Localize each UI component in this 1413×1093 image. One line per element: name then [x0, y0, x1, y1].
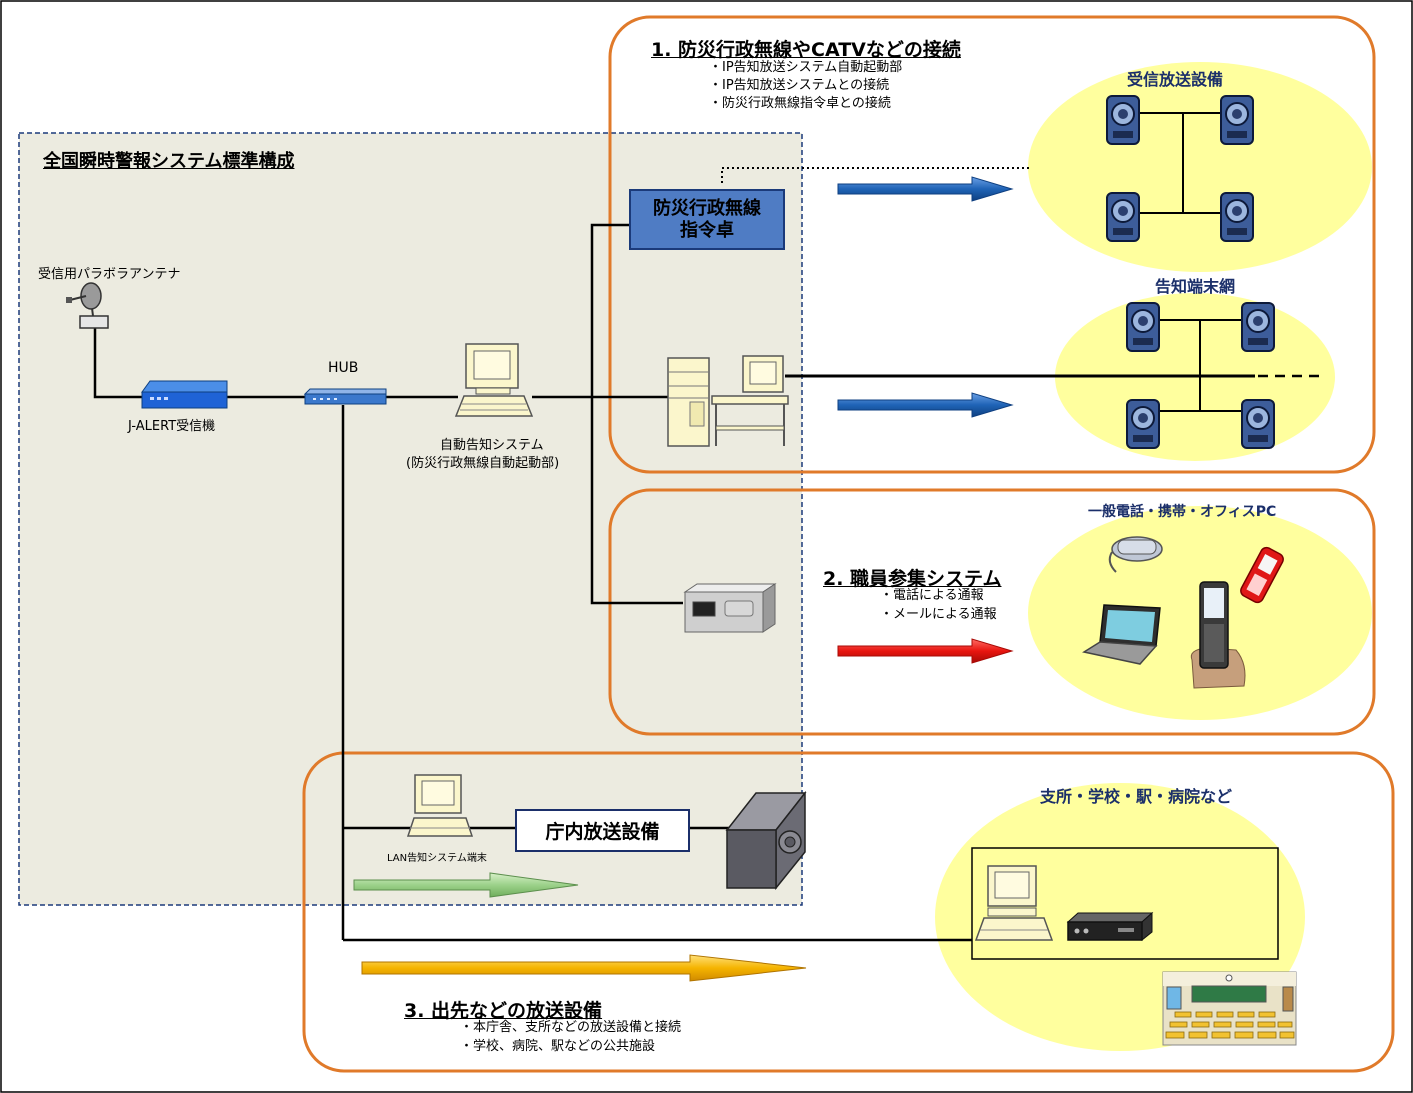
section3-bullet: ・学校、病院、駅などの公共施設 — [460, 1039, 656, 1054]
standard-panel-title: 全国瞬時警報システム標準構成 — [43, 151, 295, 172]
section1-bullet: ・IP告知放送システムとの接続 — [709, 78, 890, 93]
section2-box — [608, 488, 1376, 736]
section1-bullet: ・IP告知放送システム自動起動部 — [709, 60, 903, 75]
section2-bullet: ・メールによる通報 — [880, 607, 997, 622]
speaker-icon — [1241, 302, 1275, 352]
smartphone-hand-icon — [1190, 581, 1246, 689]
broadcast-speaker-icon — [725, 790, 807, 891]
hub-icon — [303, 388, 387, 405]
jalert-label: J-ALERT受信機 — [128, 419, 216, 434]
antenna-label: 受信用パラボラアンテナ — [38, 267, 181, 282]
console-label-line1: 防災行政無線 — [653, 197, 761, 219]
server-workstation-icon — [667, 355, 789, 447]
section3-title: 3. 出先などの放送設備 — [404, 1000, 603, 1022]
staff-summons-device-icon — [683, 583, 777, 633]
section2-title: 2. 職員参集システム — [823, 568, 1002, 590]
antenna-icon — [66, 282, 109, 329]
hub-label: HUB — [328, 360, 359, 376]
gold-arrow — [361, 954, 807, 982]
jalert-receiver-icon — [141, 380, 228, 409]
auto-system-pc-icon — [454, 343, 534, 417]
blue-arrow — [837, 392, 1014, 418]
broadcast-label: 庁内放送設備 — [545, 821, 660, 843]
section1-bullet: ・防災行政無線指令卓との接続 — [709, 96, 891, 111]
speaker-icon — [1126, 399, 1160, 449]
desk-phone-icon — [1108, 536, 1163, 573]
phones-label: 一般電話・携帯・オフィスPC — [1088, 504, 1277, 520]
cloud-receiving — [1028, 62, 1372, 272]
auto-system-label: 自動告知システム — [440, 438, 544, 453]
facility-amplifier-icon — [1066, 911, 1154, 942]
speaker-icon — [1126, 302, 1160, 352]
receiving-equipment-label: 受信放送設備 — [1127, 70, 1224, 89]
lan-terminal-label: LAN告知システム端末 — [387, 853, 487, 864]
speaker-icon — [1106, 95, 1140, 145]
speaker-icon — [1220, 192, 1254, 242]
console-label-line2: 指令卓 — [680, 219, 734, 241]
section3-box — [302, 751, 1395, 1073]
section1-box — [608, 15, 1376, 474]
speaker-icon — [1106, 192, 1140, 242]
laptop-icon — [1082, 604, 1161, 665]
section3-bullet: ・本庁舎、支所などの放送設備と接続 — [460, 1020, 682, 1035]
facilities-label: 支所・学校・駅・病院など — [1040, 787, 1233, 806]
green-arrow — [353, 872, 579, 898]
network-lines — [93, 223, 1255, 942]
red-arrow — [837, 638, 1014, 664]
auto-system-sublabel: (防災行政無線自動起動部) — [406, 456, 560, 471]
section1-title: 1. 防災行政無線やCATVなどの接続 — [651, 39, 961, 61]
section2-bullet: ・電話による通報 — [880, 588, 984, 603]
speaker-icon — [1220, 95, 1254, 145]
facility-pc-icon — [974, 865, 1054, 941]
standard-panel — [18, 132, 803, 906]
speaker-icon — [1241, 399, 1275, 449]
blue-arrow — [837, 176, 1014, 202]
broadcast-equipment-box: 庁内放送設備 — [515, 809, 690, 852]
mobile-phone-icon — [1240, 546, 1284, 604]
disaster-radio-console: 防災行政無線 指令卓 — [629, 189, 785, 250]
lan-terminal-icon — [406, 774, 474, 837]
classroom-icon — [1162, 971, 1297, 1046]
terminal-network-label: 告知端末網 — [1155, 277, 1236, 296]
